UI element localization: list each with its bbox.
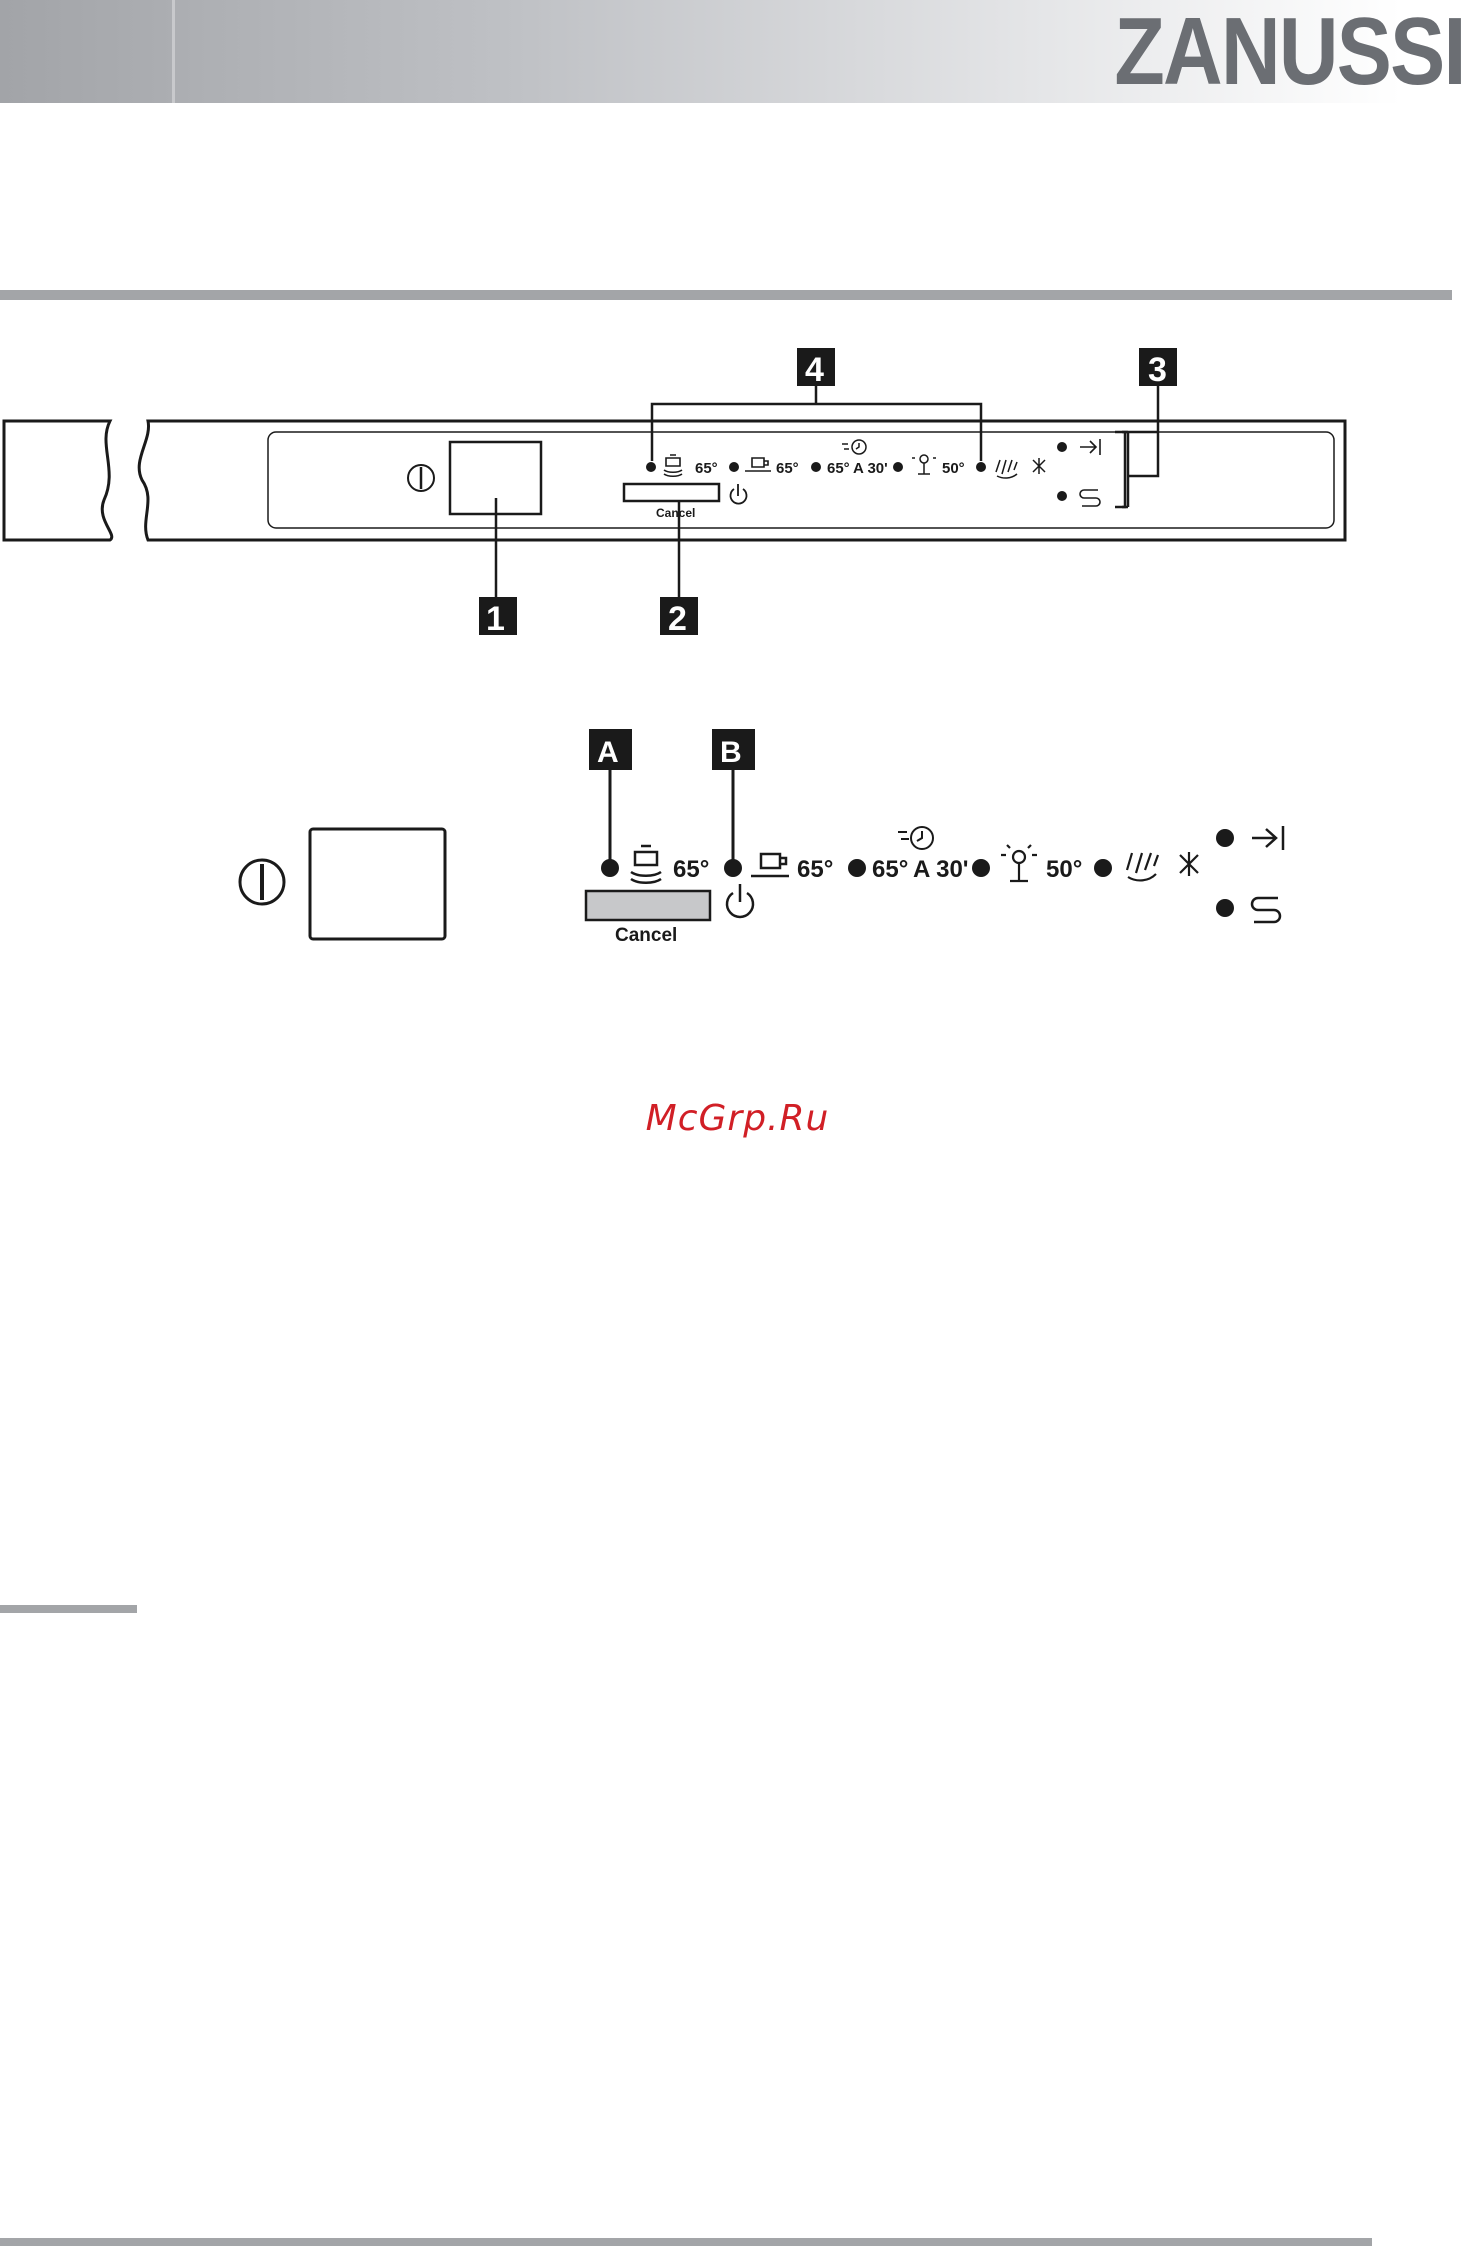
programme-temp: 65°: [776, 460, 799, 477]
programme-led: [1094, 859, 1112, 877]
main-switch-button-large[interactable]: [310, 829, 445, 939]
svg-text:3: 3: [1148, 351, 1167, 389]
rinse-hold-icon: [996, 458, 1045, 478]
cup-normal-icon: [745, 458, 771, 471]
svg-text:2: 2: [668, 600, 687, 638]
programme-led: [729, 462, 739, 472]
callout-a: A: [589, 729, 632, 868]
programme-led: [646, 462, 656, 472]
svg-text:A: A: [597, 736, 619, 769]
end-indicator-led: [1057, 442, 1067, 452]
programme-temp: 65°: [673, 856, 709, 883]
callout-4: 4: [797, 348, 835, 389]
salt-indicator-led: [1057, 491, 1067, 501]
callout-2: 2: [660, 597, 698, 638]
programme-temp: 65°: [872, 856, 908, 883]
rapid-clock-icon: [898, 827, 933, 849]
callout-b: B: [712, 729, 755, 868]
programme-led: [811, 462, 821, 472]
cancel-button-large[interactable]: [586, 891, 710, 920]
programme-led: [972, 859, 990, 877]
cup-normal-icon: [751, 854, 789, 876]
callout-lines: [496, 382, 1158, 597]
cancel-label-small: Cancel: [656, 506, 695, 520]
programme-led: [724, 859, 742, 877]
callout-1: 1: [479, 597, 517, 638]
panel-strip: [4, 421, 1345, 540]
programme-temp: 50°: [1046, 856, 1082, 883]
salt-indicator-icon: [1080, 490, 1100, 506]
salt-indicator-led: [1216, 899, 1234, 917]
intensive-pans-icon: [664, 455, 682, 476]
programme-led: [976, 462, 986, 472]
cancel-button[interactable]: [624, 484, 719, 501]
programme-temp: 50°: [942, 460, 965, 477]
programme-led: [848, 859, 866, 877]
programme-row-small: 65° 65° 65° A 30' 50°: [646, 439, 1100, 506]
programme-temp: 65°: [695, 460, 718, 477]
intensive-pans-icon: [631, 846, 661, 883]
rinse-hold-icon: [1127, 852, 1198, 880]
standby-icon-large: [727, 884, 753, 917]
svg-text:4: 4: [805, 351, 824, 389]
end-indicator-led: [1216, 829, 1234, 847]
power-icon-large: [240, 860, 284, 904]
programme-extra: A 30': [853, 460, 888, 477]
programme-temp: 65°: [797, 856, 833, 883]
standby-icon: [731, 484, 747, 504]
svg-text:B: B: [720, 736, 742, 769]
end-indicator-icon: [1252, 826, 1283, 850]
cancel-label-large: Cancel: [615, 925, 677, 946]
callout-3: 3: [1139, 348, 1177, 389]
programme-extra: A 30': [913, 856, 969, 883]
power-icon: [408, 465, 434, 491]
programme-led: [601, 859, 619, 877]
programme-led: [893, 462, 903, 472]
rapid-clock-icon: [842, 440, 866, 454]
glass-eco-icon: [912, 455, 936, 474]
end-indicator-icon: [1080, 439, 1100, 455]
glass-eco-icon: [1001, 845, 1037, 881]
watermark-text: McGrp.Ru: [0, 1098, 1475, 1139]
programme-temp: 65°: [827, 460, 850, 477]
salt-indicator-icon: [1252, 898, 1280, 922]
svg-text:1: 1: [486, 600, 505, 638]
